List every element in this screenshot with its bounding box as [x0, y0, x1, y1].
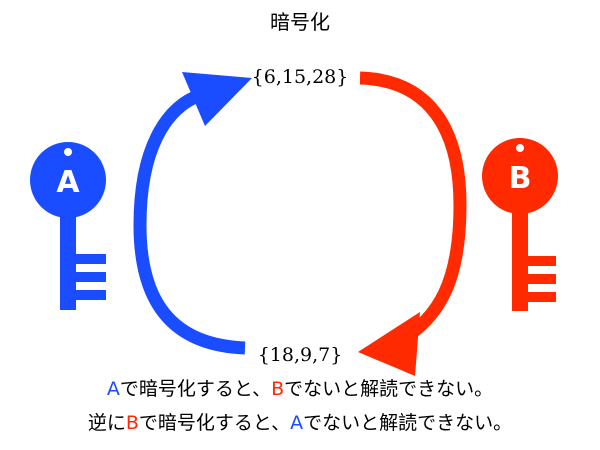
ciphertext-set: {6,15,28} — [251, 66, 349, 88]
diagram-title: 暗号化 — [270, 10, 330, 34]
plaintext-set: {18,9,7} — [257, 344, 343, 366]
caption-1-key-b: B — [271, 378, 285, 400]
key-b-letter: B — [509, 161, 532, 196]
caption-line-2: 逆にBで暗号化すると、Aでないと解読できない。 — [0, 408, 600, 435]
caption-2-text-1: で暗号化すると、 — [138, 412, 291, 434]
key-a-letter: A — [56, 165, 80, 200]
key-b-icon: B — [482, 138, 558, 311]
caption-2-key-b: B — [125, 412, 139, 434]
caption-1-text-2: でないと解読できない。 — [284, 378, 494, 400]
caption-1-text-1: で暗号化すると、 — [119, 378, 272, 400]
caption-line-1: Aで暗号化すると、Bでないと解読できない。 — [0, 374, 600, 401]
caption-2-text-0: 逆に — [87, 412, 126, 434]
key-a-icon: A — [30, 142, 106, 310]
caption-1-key-a: A — [106, 378, 120, 400]
blue-arrow — [133, 72, 252, 355]
caption-2-key-a: A — [290, 412, 304, 434]
caption-2-text-2: でないと解読できない。 — [303, 412, 513, 434]
red-arrow — [358, 71, 467, 376]
